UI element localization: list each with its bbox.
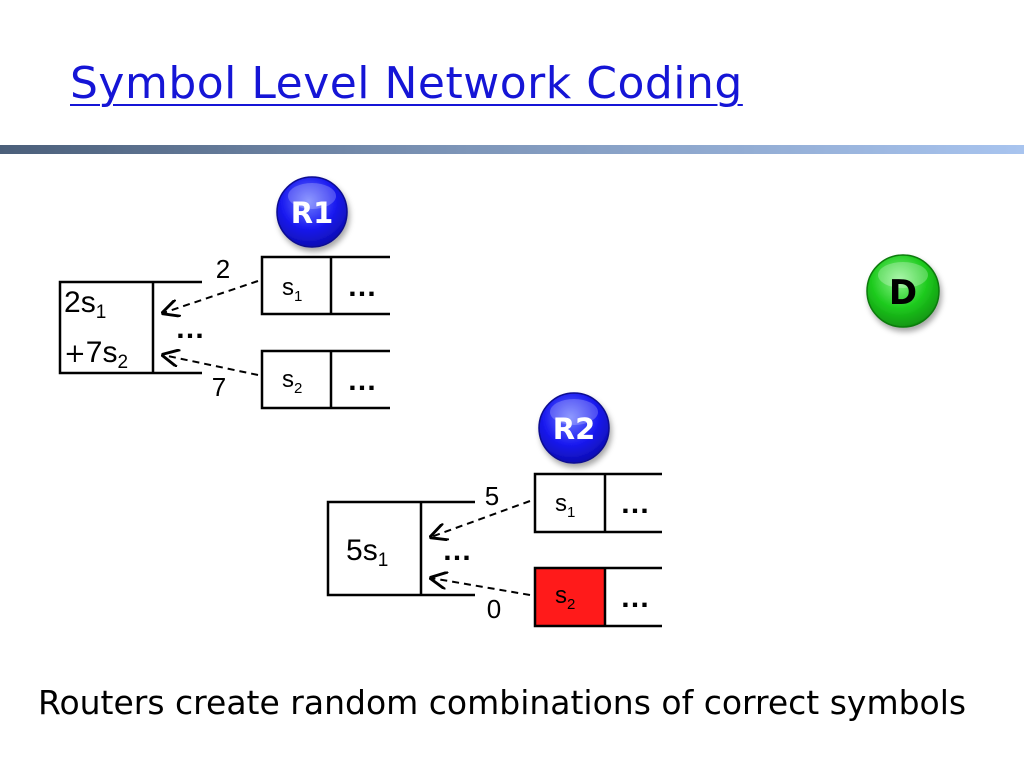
r2-weight-bottom: 0 <box>487 594 501 624</box>
r2-packet-1-ellipsis: … <box>620 487 650 520</box>
node-r2: R2 <box>538 392 610 464</box>
slide-title: Symbol Level Network Coding <box>70 58 743 109</box>
r2-output-ellipsis: … <box>442 534 472 567</box>
r1-packet-2-ellipsis: … <box>347 364 377 397</box>
r2-packet-1-symbol: s1 <box>555 490 575 521</box>
r2-packet-2-ellipsis: … <box>620 581 650 614</box>
r2-packet-2-corrupted: s2 … <box>533 566 662 628</box>
title-divider-bar <box>0 145 1024 154</box>
r1-weight-bottom: 7 <box>212 372 226 402</box>
node-d: D <box>866 254 940 328</box>
node-r1-label: R1 <box>291 196 334 230</box>
node-r1: R1 <box>276 176 348 248</box>
r2-weight-top: 5 <box>485 481 499 511</box>
r1-packet-1-ellipsis: … <box>347 270 377 303</box>
node-d-label: D <box>889 273 917 313</box>
r1-packet-1: s1 … <box>260 255 390 316</box>
r2-packet-2-symbol: s2 <box>555 582 575 613</box>
r2-output-term: 5s1 <box>346 534 388 571</box>
r1-arrow-bottom <box>163 355 259 376</box>
r1-arrow-top <box>163 280 259 313</box>
r2-arrow-top <box>431 500 531 537</box>
slide-caption: Routers create random combinations of co… <box>38 683 967 722</box>
r1-packet-2: s2 … <box>260 349 390 410</box>
r1-output-term-1: 2s1 <box>64 286 106 323</box>
r1-weight-top: 2 <box>216 254 230 284</box>
r1-packet-2-symbol: s2 <box>282 366 302 397</box>
r2-arrow-bottom <box>431 578 531 596</box>
r1-output-ellipsis: … <box>175 312 205 345</box>
r1-output-term-2: +7s2 <box>64 336 128 373</box>
node-r2-label: R2 <box>553 412 596 446</box>
r2-packet-1: s1 … <box>533 472 662 534</box>
r1-packet-1-symbol: s1 <box>282 274 302 305</box>
